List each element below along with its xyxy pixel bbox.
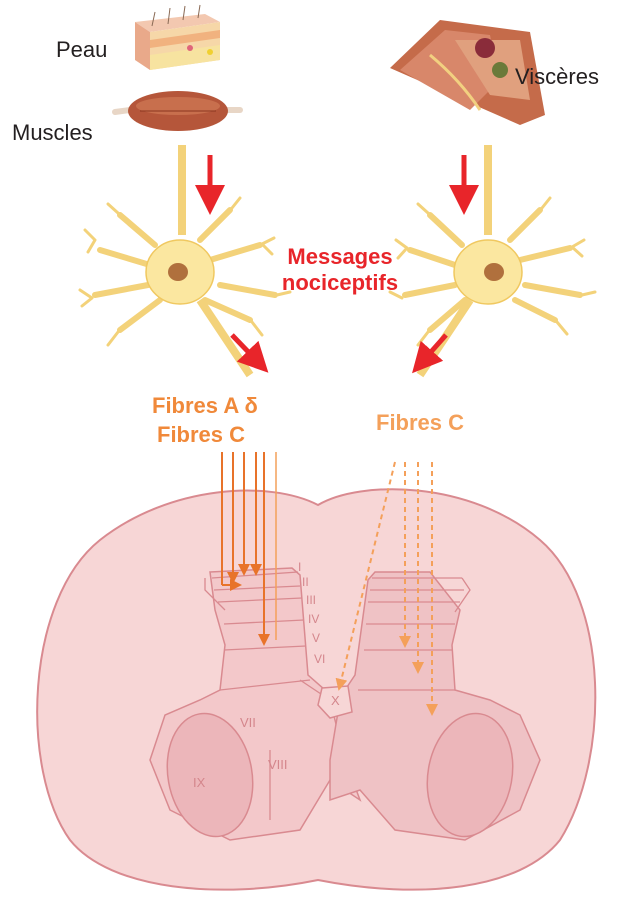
region-ix: IX bbox=[193, 775, 205, 790]
region-viii: VIII bbox=[268, 757, 288, 772]
skin-icon bbox=[135, 5, 220, 70]
messages-line2: nociceptifs bbox=[260, 270, 420, 296]
lamina-v: V bbox=[312, 631, 320, 645]
label-fibres-c-left: Fibres C bbox=[157, 422, 245, 448]
neuron-right bbox=[390, 198, 595, 375]
nucleus-left bbox=[168, 263, 188, 281]
nucleus-right bbox=[484, 263, 504, 281]
muscle-icon bbox=[115, 91, 240, 131]
lamina-x: X bbox=[331, 693, 340, 708]
lamina-vi: VI bbox=[314, 652, 325, 666]
label-messages-nociceptifs: Messages nociceptifs bbox=[260, 244, 420, 296]
label-fibres-a-delta: Fibres A δ bbox=[152, 393, 258, 419]
lamina-ii: II bbox=[302, 575, 309, 589]
label-fibres-c-right: Fibres C bbox=[376, 410, 464, 436]
messages-line1: Messages bbox=[260, 244, 420, 270]
region-vii: VII bbox=[240, 715, 256, 730]
label-visceres: Viscères bbox=[515, 64, 599, 90]
label-muscles: Muscles bbox=[12, 120, 93, 146]
lamina-iv: IV bbox=[308, 612, 319, 626]
lamina-iii: III bbox=[306, 593, 316, 607]
lamina-i: I bbox=[298, 560, 301, 574]
label-peau: Peau bbox=[56, 37, 107, 63]
